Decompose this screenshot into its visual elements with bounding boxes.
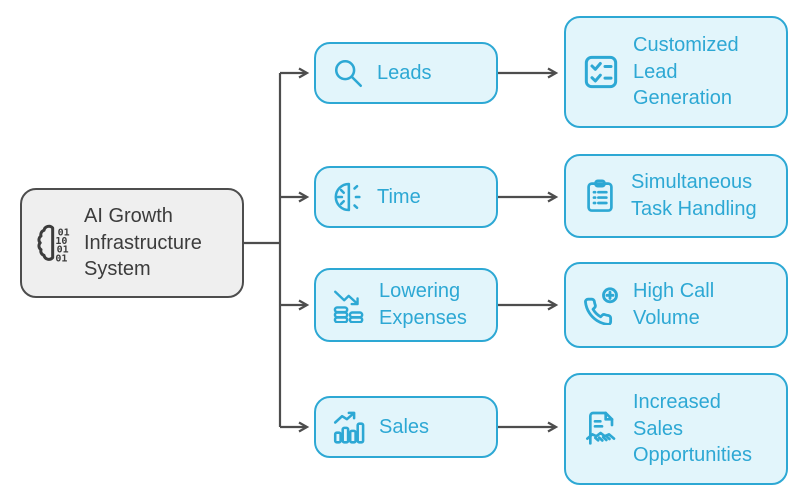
node-label: Sales bbox=[379, 415, 430, 438]
bar-chart-growth-icon bbox=[331, 409, 367, 445]
outcome-label-line: Generation bbox=[633, 87, 732, 110]
timer-half-clock-icon bbox=[331, 180, 365, 214]
node-leads: Leads bbox=[314, 42, 498, 104]
node-label-line: Lowering bbox=[379, 280, 461, 303]
outcome-label-line: Volume bbox=[633, 307, 700, 329]
node-high-call-volume: High Call Volume bbox=[564, 262, 788, 348]
node-simultaneous-task-handling: Simultaneous Task Handling bbox=[564, 154, 788, 238]
outcome-label-line: Lead bbox=[633, 60, 678, 83]
outcome-label: High Call Volume bbox=[633, 278, 714, 332]
outcome-label: Simultaneous Task Handling bbox=[631, 169, 757, 223]
outcome-label-line: Sales bbox=[633, 417, 684, 440]
coins-decrease-icon bbox=[331, 287, 367, 323]
root-label-line: Infrastructure bbox=[84, 231, 202, 254]
node-label: Lowering Expenses bbox=[379, 278, 467, 332]
outcome-label: Increased Sales Opportunities bbox=[633, 389, 752, 469]
svg-text:01: 01 bbox=[57, 244, 69, 255]
outcome-label-line: Simultaneous bbox=[631, 171, 753, 194]
root-label: AI Growth Infrastructure System bbox=[84, 203, 202, 283]
search-icon bbox=[331, 56, 365, 90]
node-increased-sales-opportunities: Increased Sales Opportunities bbox=[564, 373, 788, 485]
clipboard-tasks-icon bbox=[581, 177, 619, 215]
node-lowering-expenses: Lowering Expenses bbox=[314, 268, 498, 342]
node-sales: Sales bbox=[314, 396, 498, 458]
phone-plus-icon bbox=[581, 285, 621, 325]
contract-handshake-icon bbox=[581, 409, 621, 449]
outcome-label-line: Increased bbox=[633, 390, 721, 413]
root-label-line: AI Growth bbox=[84, 204, 173, 227]
svg-text:01: 01 bbox=[58, 227, 70, 238]
outcome-label-line: High Call bbox=[633, 280, 715, 303]
node-customized-lead-generation: Customized Lead Generation bbox=[564, 16, 788, 128]
node-label: Time bbox=[377, 185, 421, 208]
checklist-icon bbox=[581, 52, 621, 92]
node-label: Leads bbox=[377, 61, 432, 84]
node-time: Time bbox=[314, 166, 498, 228]
outcome-label-line: Customized bbox=[633, 33, 739, 56]
root-label-line: System bbox=[84, 258, 151, 281]
svg-text:10: 10 bbox=[55, 236, 67, 247]
node-label-line: Expenses bbox=[379, 307, 467, 329]
node-root: 01 10 01 01 AI Growth Infrastructure Sys… bbox=[20, 188, 244, 298]
ai-brain-binary-icon: 01 10 01 01 bbox=[35, 221, 75, 266]
outcome-label-line: Opportunities bbox=[633, 444, 752, 467]
outcome-label-line: Task Handling bbox=[631, 198, 757, 220]
outcome-label: Customized Lead Generation bbox=[633, 32, 739, 112]
svg-text:01: 01 bbox=[55, 253, 67, 264]
